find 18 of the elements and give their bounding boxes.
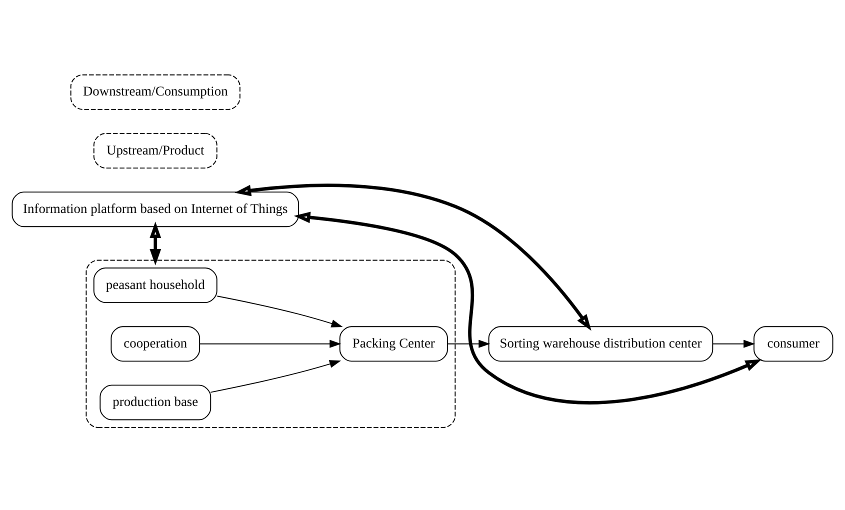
cluster (86, 260, 456, 428)
node-box: consumer (754, 326, 834, 362)
arrow (234, 184, 592, 331)
node-box: production base (100, 384, 212, 420)
arrow (447, 340, 490, 348)
arrow (150, 222, 162, 266)
node-box: Information platform based on Internet of Things (12, 192, 300, 228)
node-box: peasant household (93, 268, 218, 304)
arrow (712, 340, 756, 348)
arrow (210, 360, 342, 393)
node-box: Downstream/Consumption (70, 74, 240, 110)
arrow (216, 296, 343, 328)
arrow (294, 212, 762, 404)
node-box: Sorting warehouse distribution center (488, 326, 714, 362)
node-box: Upstream/Product (93, 132, 218, 169)
arrow (199, 340, 342, 348)
node-box: Packing Center (339, 326, 448, 362)
node-box: cooperation (110, 326, 200, 362)
